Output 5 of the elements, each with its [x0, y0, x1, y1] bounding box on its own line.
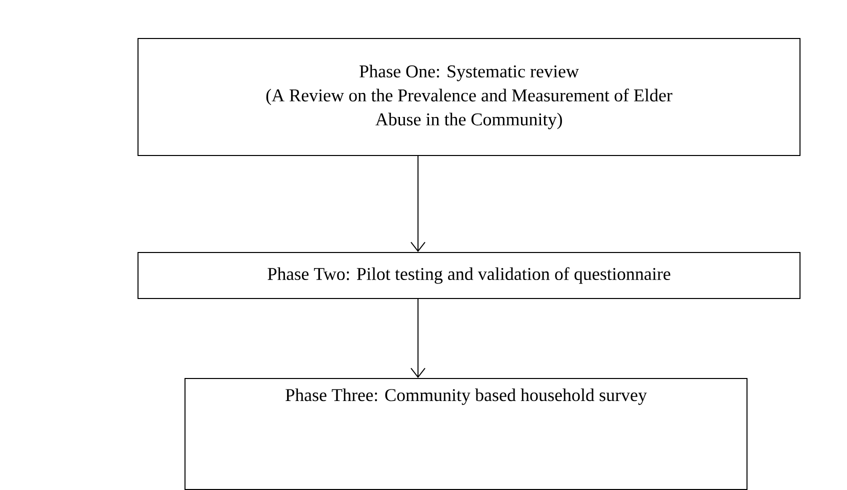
phase-box: Phase Two: Pilot testing and validation of questionnaire	[138, 252, 800, 299]
arrow	[410, 156, 426, 252]
arrow	[410, 298, 426, 378]
phase-box: Phase Three: Community based household survey	[184, 378, 748, 490]
phase-box: Phase One: Systematic review (A Review on the Prevalence and Measurement of Elder Abuse in the Community)	[138, 38, 800, 156]
